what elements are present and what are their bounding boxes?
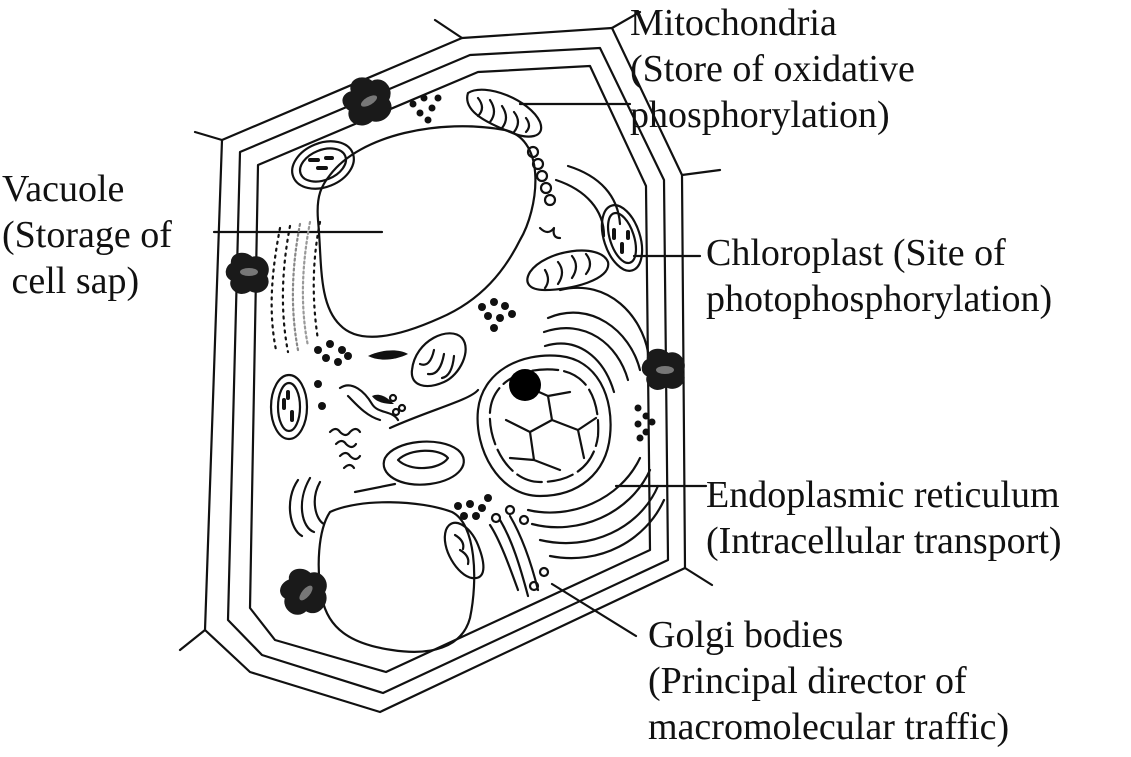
cell-wall-inner — [226, 46, 670, 695]
nucleus — [476, 354, 612, 498]
golgi-body-left — [288, 384, 407, 538]
mitochondrion-top — [466, 88, 543, 138]
golgi-body — [488, 504, 550, 598]
nucleolus — [509, 369, 541, 401]
label-chloroplast: Chloroplast (Site of photophosphorylatio… — [706, 230, 1052, 322]
mitochondrion-bottom — [443, 521, 485, 580]
label-er-line1: Endoplasmic reticulum — [706, 474, 1060, 516]
label-chloroplast-line2: photophosphorylation) — [706, 278, 1053, 320]
leader-golgi — [550, 582, 638, 638]
cell-wall-outer — [203, 26, 687, 714]
membrane-fold — [353, 388, 480, 494]
chloroplast-top-left — [291, 140, 355, 190]
label-golgi-name: Golgi bodies — [648, 614, 844, 656]
mitochondrion-lower — [382, 440, 465, 486]
label-golgi-line3: macromolecular traffic) — [648, 706, 1010, 748]
label-vacuole: Vacuole (Storage of cell sap) — [2, 166, 172, 304]
label-endoplasmic-reticulum: Endoplasmic reticulum (Intracellular tra… — [706, 472, 1062, 564]
endoplasmic-reticulum-arcs — [526, 164, 666, 560]
granules — [314, 94, 656, 520]
label-golgi-bodies: Golgi bodies (Principal director of macr… — [648, 612, 1009, 750]
neighbour-wall-lines — [178, 10, 722, 652]
squiggle — [328, 427, 362, 470]
vesicle-chain — [526, 145, 562, 240]
label-er-line2: (Intracellular transport) — [706, 520, 1062, 562]
chloroplast-right — [600, 204, 644, 272]
cell-membrane — [248, 64, 652, 674]
vacuole — [316, 125, 537, 338]
label-vacuole-line3: cell sap) — [2, 260, 140, 302]
dotted-strands — [270, 220, 322, 354]
label-mitochondria-name: Mitochondria — [630, 2, 837, 44]
mitochondrion-center-right — [526, 249, 610, 292]
label-chloroplast-line1: Chloroplast (Site of — [706, 232, 1006, 274]
chloroplast-left — [269, 373, 309, 441]
label-mitochondria-line2: (Store of oxidative — [630, 48, 915, 90]
mitochondrion-center — [410, 332, 467, 388]
label-mitochondria: Mitochondria (Store of oxidative phospho… — [630, 0, 915, 138]
label-vacuole-line2: (Storage of — [2, 214, 172, 256]
label-vacuole-name: Vacuole — [2, 168, 125, 210]
label-golgi-line2: (Principal director of — [648, 660, 967, 702]
label-mitochondria-line3: phosphorylation) — [630, 94, 890, 136]
